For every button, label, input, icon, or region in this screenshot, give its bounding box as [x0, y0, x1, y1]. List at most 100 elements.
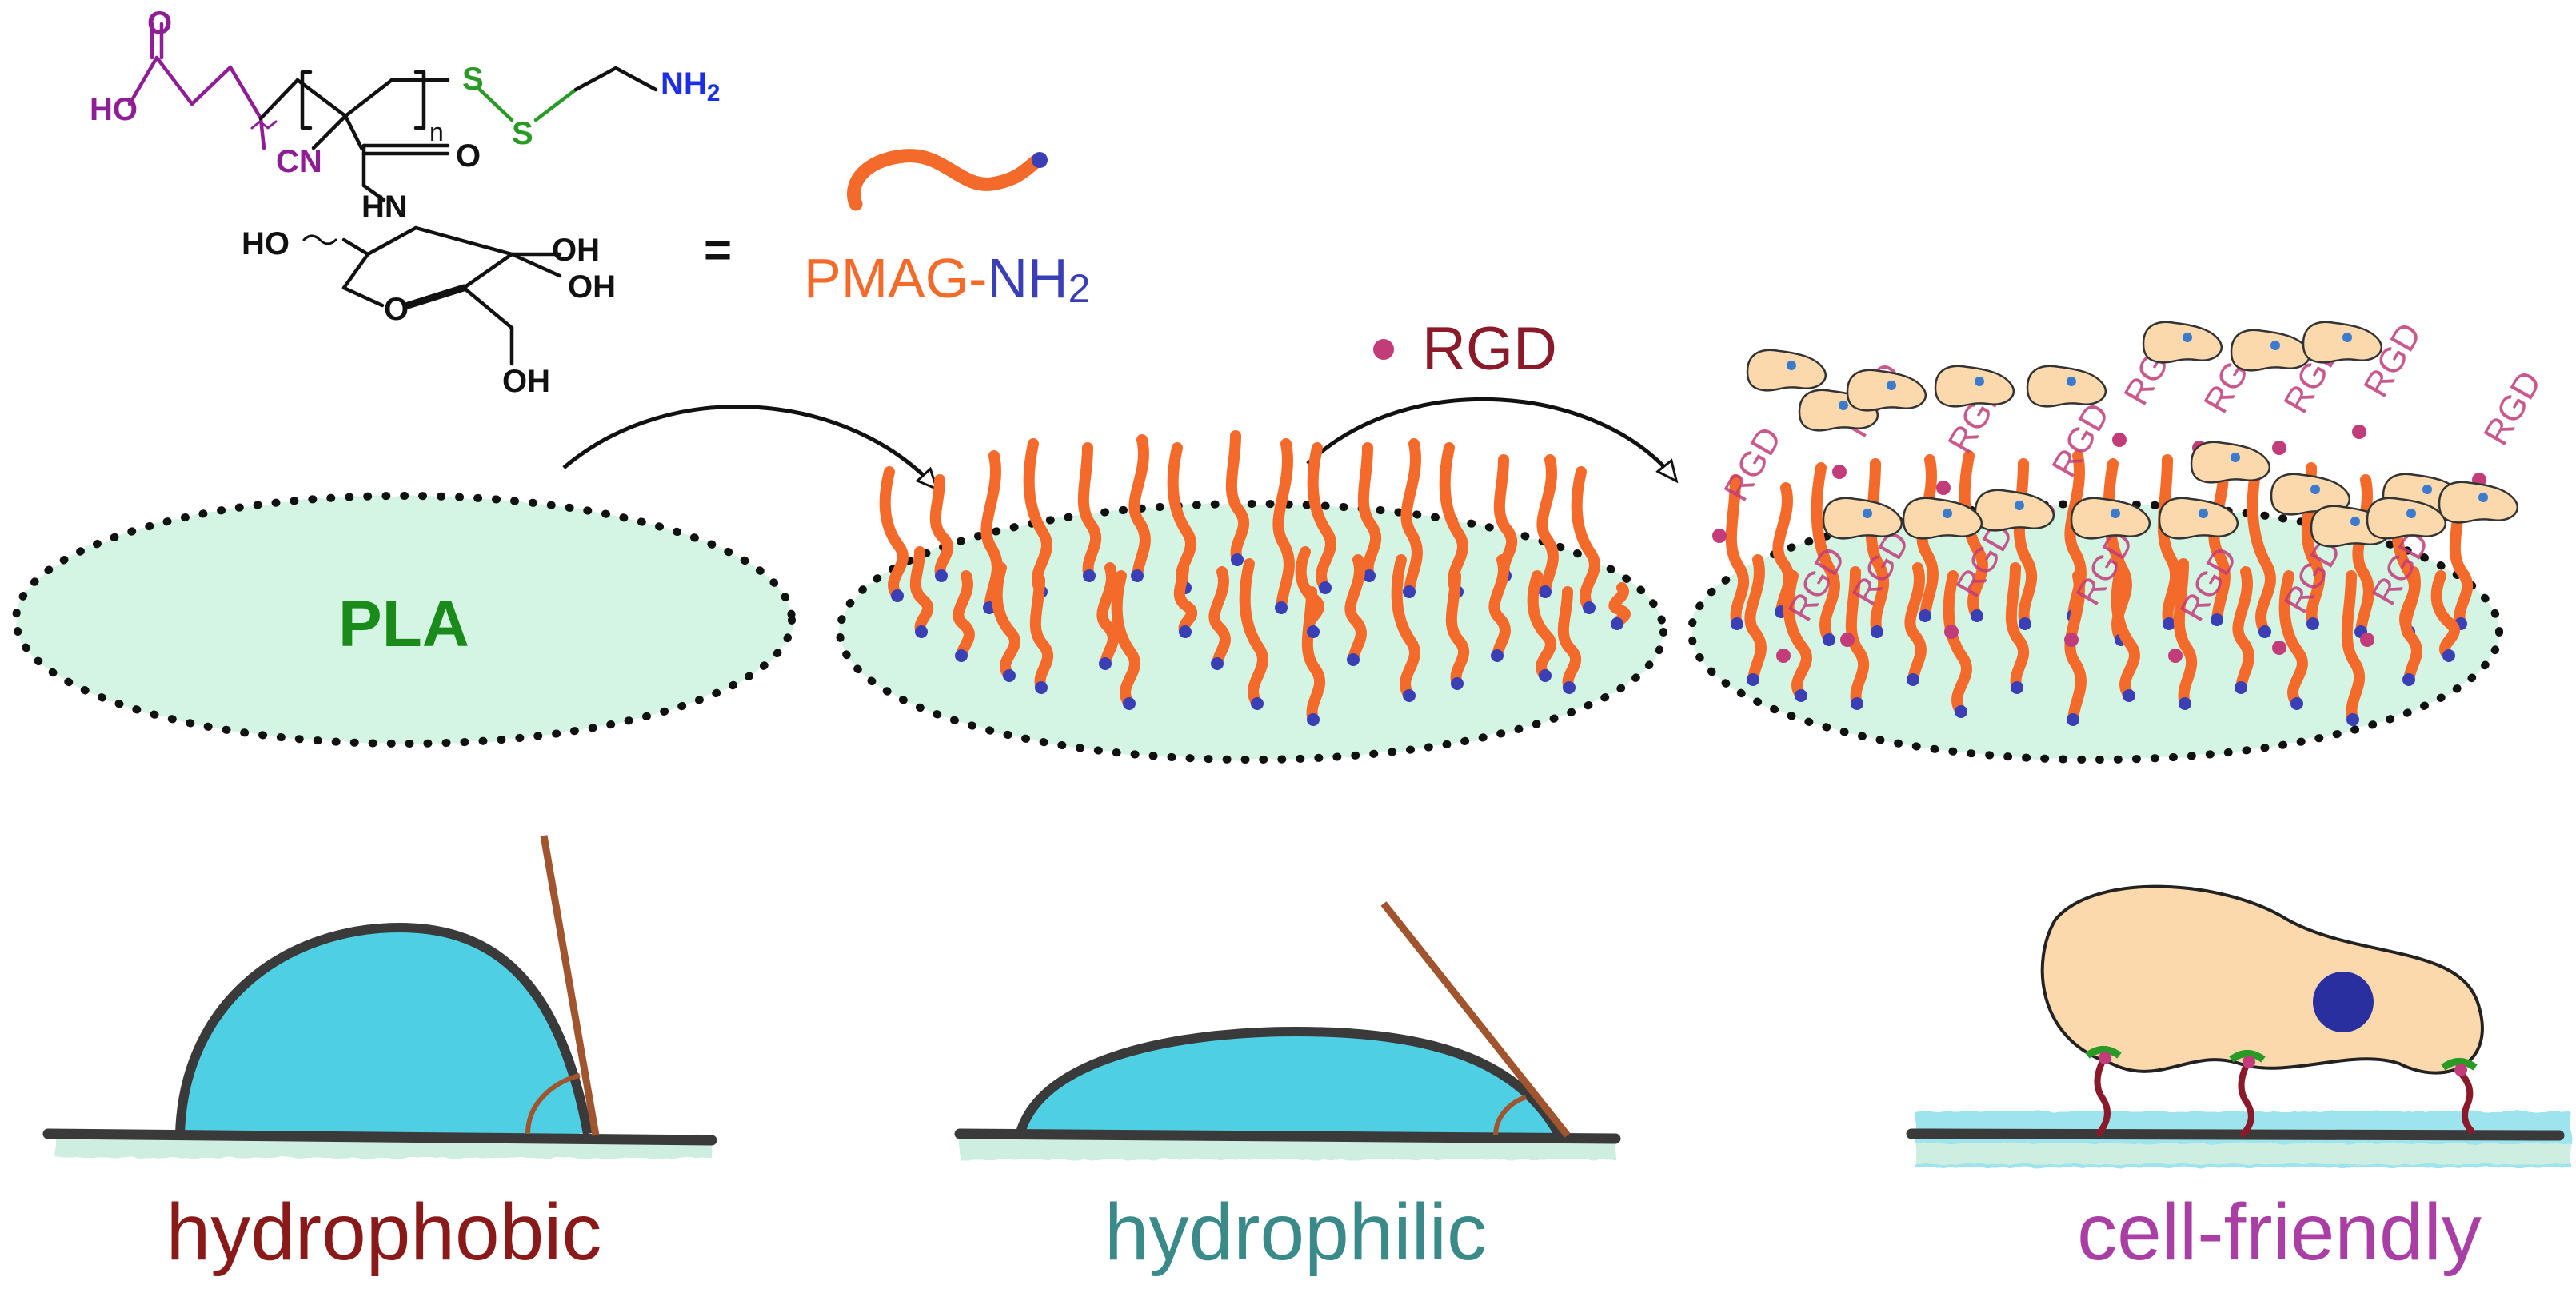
cell [2190, 441, 2270, 484]
pmag-chain [1536, 454, 1559, 598]
pmag-chain [1225, 430, 1249, 566]
rgd-dot [1840, 633, 1855, 647]
pla-substrate-panel: PLA [12, 492, 796, 748]
rgd-chain [2111, 562, 2140, 702]
rgd-chain [1783, 570, 1812, 702]
hydrophilic-droplet-diagram [954, 901, 1621, 1159]
hydrophilic-label: hydrophilic [1104, 1187, 1487, 1277]
pmag-chain [1239, 558, 1268, 710]
rgd-chain [2232, 566, 2254, 694]
cell [1902, 497, 1983, 540]
pmag-chain [1307, 442, 1336, 594]
droplet-outline-1 [175, 922, 593, 1135]
water-droplet-2 [1020, 1032, 1560, 1135]
cell [1934, 365, 2015, 408]
cell [2230, 329, 2310, 372]
rgd-mark: RGD [1716, 421, 1789, 508]
pmag-chain [1029, 574, 1054, 694]
rgd-chain [2208, 450, 2231, 626]
rgd-chain [1725, 474, 1749, 630]
equals-sign: = [704, 223, 732, 277]
pmag-chain [1488, 554, 1511, 662]
surface-line-3 [1906, 1128, 2565, 1141]
cell [1846, 369, 1927, 412]
cell [1822, 497, 1903, 540]
cell-group [1746, 321, 2518, 548]
surface-tint-3 [1915, 1143, 2571, 1164]
grafted-disc-outline [836, 500, 1667, 764]
rgd-dot [1832, 465, 1847, 479]
rgd-mark: RGD [2476, 365, 2549, 452]
pmag-grafted-panel [836, 430, 1667, 764]
pmag-chain [1111, 570, 1140, 710]
contact-angle-arc-2 [1493, 1095, 1528, 1136]
cell [2302, 321, 2382, 364]
pmag-chain [1295, 546, 1324, 638]
integrin-anchor-2 [2229, 1050, 2266, 1137]
integrin-anchor-1 [2085, 1046, 2122, 1136]
molecule-labels: HO O CN n O HN S S NH2 HO OH OH OH O [90, 6, 720, 399]
rgd-dot [2352, 425, 2366, 439]
pla-disc-outline [12, 492, 796, 748]
cell [2438, 481, 2518, 524]
pmag-chain [1557, 586, 1582, 694]
rgd-chain [2430, 570, 2460, 662]
sulfur-1-label: S [462, 62, 484, 97]
pla-label: PLA [338, 588, 469, 660]
rgd-chain [1811, 462, 1840, 646]
water-droplet-1 [180, 928, 588, 1134]
rgd-dot [2064, 633, 2079, 647]
rgd-dot [2112, 433, 2127, 447]
pmag-chain [1357, 442, 1381, 582]
cell [2158, 497, 2239, 540]
rgd-chain [2064, 570, 2087, 726]
cell [2026, 365, 2107, 408]
pmag-chain [1608, 582, 1631, 630]
cell [2070, 497, 2151, 540]
cell [1974, 489, 2055, 532]
rgd-chain [1865, 458, 1890, 638]
pmag-chain [1400, 438, 1423, 598]
rgd-chain [1943, 570, 1972, 718]
rgd-chain [2157, 454, 2182, 630]
pmag-chain [1077, 442, 1101, 582]
rgd-chain [1744, 554, 1767, 686]
pmag-chain [929, 474, 954, 582]
rgd-chain [2173, 558, 2197, 710]
cell [2366, 497, 2446, 540]
adhered-cell [2040, 884, 2484, 1075]
rgd-chain-group [1725, 450, 2473, 726]
process-arrow-2 [1306, 397, 1675, 480]
process-arrow-1 [562, 405, 936, 488]
integrin-anchor-3 [2441, 1058, 2478, 1134]
rgd-chain [1904, 562, 1927, 686]
pmag-nh2-label: PMAG-NH2 [804, 247, 1090, 311]
pla-disc [16, 496, 792, 744]
rgd-dot [1944, 625, 1959, 639]
sugar-oh-right-mid-label: OH [568, 269, 616, 305]
pmag-chain [953, 570, 975, 662]
pmag-chain [1128, 434, 1151, 582]
repeat-n-label: n [429, 118, 444, 146]
cell [2270, 473, 2350, 516]
surface-line-1 [42, 1128, 717, 1146]
pmag-chain [1173, 562, 1198, 638]
cell-friendly-label: cell-friendly [2077, 1187, 2482, 1277]
sugar-oh-right-top-label: OH [552, 233, 600, 268]
rgd-dot [2272, 441, 2286, 455]
pmag-chain [1571, 466, 1600, 614]
amide-nh-label: HN [361, 190, 408, 225]
hydrophobic-label: hydrophobic [166, 1187, 602, 1277]
rgd-chain [2400, 566, 2422, 686]
pmag-chain [909, 546, 934, 638]
droplet-outline-2 [1015, 1026, 1564, 1138]
pmag-chain [1445, 570, 1470, 690]
contact-angle-arc-1 [525, 1073, 581, 1135]
cell [1746, 349, 1827, 392]
pmag-chemical-structure [127, 22, 658, 366]
rgd-dot [2272, 641, 2286, 655]
rgd-dot [1776, 648, 1791, 663]
contact-angle-tangent-1 [540, 835, 600, 1136]
rgd-chain [2278, 570, 2308, 710]
